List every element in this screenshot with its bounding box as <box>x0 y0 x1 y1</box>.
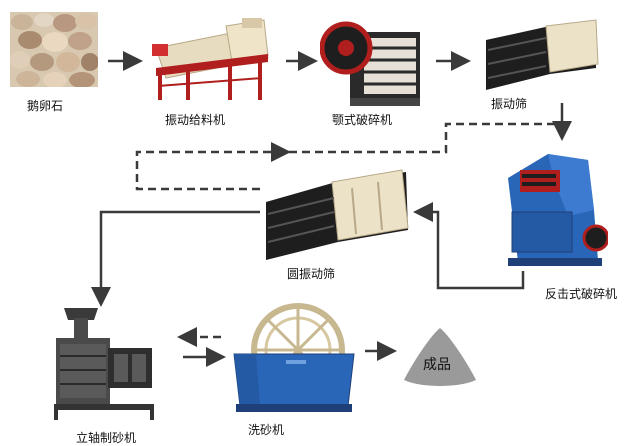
sand-maker-icon <box>54 308 154 420</box>
feeder-icon <box>152 18 269 100</box>
label-circular-vibrating-screen: 圆振动筛 <box>287 267 336 281</box>
arrow-round-screen-to-sand-maker <box>91 210 260 307</box>
impact-crusher-icon <box>508 154 608 266</box>
label-sand-maker: 立轴制砂机 <box>76 431 137 445</box>
label-pebbles: 鹅卵石 <box>27 99 64 113</box>
round-screen-icon <box>266 169 409 260</box>
label-vibrating-feeder: 振动给料机 <box>165 113 226 127</box>
product-pile-icon <box>404 328 476 386</box>
label-vibrating-screen: 振动筛 <box>491 97 528 111</box>
label-finished-product: 成品 <box>423 357 451 373</box>
pebbles-icon <box>10 12 98 87</box>
label-sand-washer: 洗砂机 <box>248 423 285 437</box>
dashed-return-loop <box>135 122 555 191</box>
sand-washer-icon <box>233 303 355 412</box>
label-jaw-crusher: 颚式破碎机 <box>332 113 393 127</box>
label-impact-crusher: 反击式破碎机 <box>545 287 618 301</box>
screen-icon <box>486 19 599 90</box>
arrow-impact-to-round-screen <box>413 202 525 290</box>
jaw-crusher-icon <box>320 21 420 106</box>
